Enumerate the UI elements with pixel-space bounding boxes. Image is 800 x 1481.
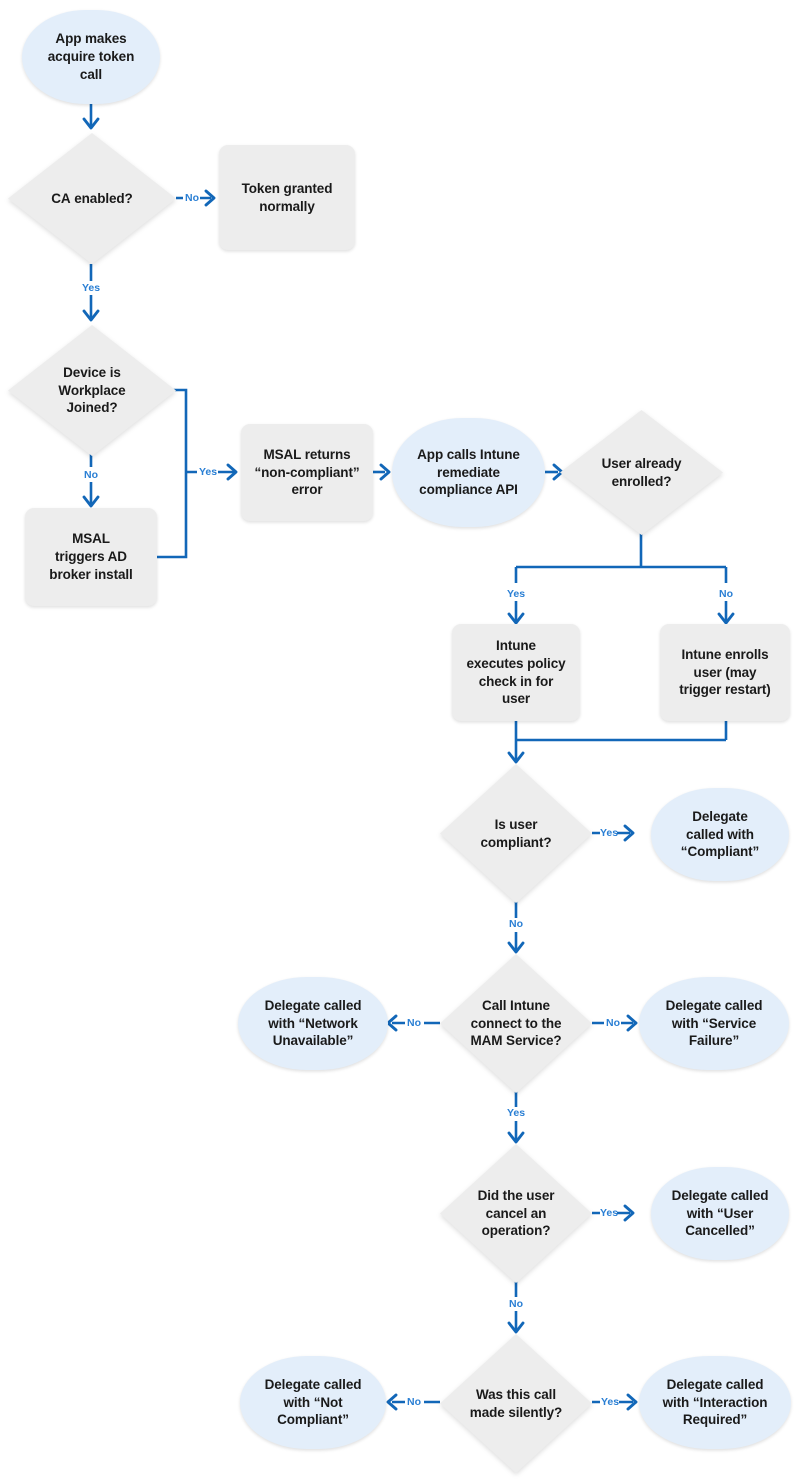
edge-label-wpj-no: No xyxy=(84,469,98,481)
node-label: Delegate called with “Service Failure” xyxy=(665,997,763,1049)
node-app-makes-acquire-token-call[interactable]: App makes acquire token call xyxy=(22,10,160,104)
node-label: Intune enrolls user (may trigger restart… xyxy=(679,646,771,698)
node-ca-enabled[interactable]: CA enabled? xyxy=(8,133,176,264)
arrowhead-enrolled-no xyxy=(717,612,735,625)
arrowhead-start-to-ca xyxy=(82,117,100,130)
node-did-the-user-cancel-an-operation[interactable]: Did the user cancel an operation? xyxy=(440,1144,592,1283)
arrowhead-compliant-yes xyxy=(623,824,635,842)
edge-label-enrolled-yes: Yes xyxy=(506,588,526,600)
node-delegate-called-with-compliant[interactable]: Delegate called with “Compliant” xyxy=(651,788,789,881)
node-intune-executes-policy-check-in[interactable]: Intune executes policy check in for user xyxy=(452,624,580,721)
arrowhead-silent-no xyxy=(386,1393,398,1411)
node-label: Call Intune connect to the MAM Service? xyxy=(470,997,562,1049)
node-app-calls-intune-remediate-compliance-api[interactable]: App calls Intune remediate compliance AP… xyxy=(392,418,545,527)
edge-enrolled-split xyxy=(514,532,728,583)
arrowhead-mam-yes xyxy=(507,1131,525,1144)
node-label-bold: CA xyxy=(51,190,71,206)
arrowhead-ca-yes xyxy=(82,309,100,322)
node-delegate-called-with-interaction-required[interactable]: Delegate called with “Interaction Requir… xyxy=(639,1356,791,1449)
node-is-user-compliant[interactable]: Is user compliant? xyxy=(440,764,592,903)
node-msal-returns-non-compliant-error[interactable]: MSAL returns “non-compliant” error xyxy=(241,424,373,521)
node-label: Token granted normally xyxy=(241,180,333,214)
node-label: Intune executes policy check in for user xyxy=(466,637,566,707)
node-intune-enrolls-user[interactable]: Intune enrolls user (may trigger restart… xyxy=(660,624,790,721)
edge-label-mam-yes: Yes xyxy=(506,1107,526,1119)
arrowhead-ca-no xyxy=(204,189,216,207)
node-label: Was this call made silently? xyxy=(469,1386,563,1420)
edge-label-ca-yes: Yes xyxy=(81,282,101,294)
edge-label-mam-no-left: No xyxy=(407,1017,421,1029)
edge-label-silent-yes: Yes xyxy=(600,1396,620,1408)
edge-label-mam-no-right: No xyxy=(606,1017,620,1029)
node-label: Delegate called with “Not Compliant” xyxy=(264,1376,362,1428)
arrowhead-trunk-to-msal xyxy=(226,463,238,481)
node-label: App makes acquire token call xyxy=(47,31,135,82)
edge-label-enrolled-no: No xyxy=(719,588,733,600)
arrowhead-wpj-no xyxy=(82,495,100,508)
node-was-this-call-made-silently[interactable]: Was this call made silently? xyxy=(440,1334,592,1473)
node-delegate-called-with-not-compliant[interactable]: Delegate called with “Not Compliant” xyxy=(240,1356,386,1449)
edge-label-cancel-yes: Yes xyxy=(599,1207,619,1219)
node-label: Did the user cancel an operation? xyxy=(477,1187,555,1239)
node-label: MSAL triggers AD broker install xyxy=(49,531,133,582)
arrowhead-mam-no-right xyxy=(626,1014,638,1032)
node-label: Delegate called with “Interaction Requir… xyxy=(662,1376,768,1428)
node-token-granted-normally[interactable]: Token granted normally xyxy=(219,145,355,250)
node-label: Is user compliant? xyxy=(480,816,552,850)
edge-label-silent-no: No xyxy=(407,1396,421,1408)
arrowhead-cancel-no xyxy=(507,1321,525,1334)
node-delegate-called-with-service-failure[interactable]: Delegate called with “Service Failure” xyxy=(639,977,789,1070)
edge-label-ca-no: No xyxy=(185,192,199,204)
node-msal-triggers-ad-broker-install[interactable]: MSAL triggers AD broker install xyxy=(25,508,157,606)
arrowhead-mam-no-left xyxy=(386,1014,398,1032)
node-label: Delegate called with “User Cancelled” xyxy=(671,1187,769,1239)
edge-label-cancel-no: No xyxy=(509,1298,523,1310)
node-label: MSAL returns “non-compliant” error xyxy=(254,446,360,498)
node-delegate-called-with-user-cancelled[interactable]: Delegate called with “User Cancelled” xyxy=(651,1167,789,1260)
arrowhead-compliant-no xyxy=(507,941,525,954)
arrowhead-cancel-yes xyxy=(623,1204,635,1222)
arrowhead-silent-yes xyxy=(626,1393,638,1411)
node-label: Device is Workplace Joined? xyxy=(58,364,126,416)
edge-label-compliant-no: No xyxy=(509,918,523,930)
node-delegate-called-with-network-unavailable[interactable]: Delegate called with “Network Unavailabl… xyxy=(238,977,388,1070)
node-user-already-enrolled[interactable]: User already enrolled? xyxy=(560,410,723,535)
node-label: Delegate called with “Compliant” xyxy=(680,808,760,860)
edge-merge-to-compliant xyxy=(514,720,728,760)
node-label: CA enabled? xyxy=(51,190,133,206)
arrowhead-msal-to-app xyxy=(379,463,391,481)
edge-label-wpj-yes: Yes xyxy=(198,466,218,478)
arrowhead-enrolled-yes xyxy=(507,612,525,625)
node-call-intune-connect-mam-service[interactable]: Call Intune connect to the MAM Service? xyxy=(440,954,592,1093)
arrowhead-merge-to-compliant xyxy=(507,751,525,764)
node-label: App calls Intune remediate compliance AP… xyxy=(417,446,520,498)
node-label: Delegate called with “Network Unavailabl… xyxy=(264,997,362,1049)
node-device-is-workplace-joined[interactable]: Device is Workplace Joined? xyxy=(8,325,176,456)
edge-label-compliant-yes: Yes xyxy=(599,827,619,839)
node-label: User already enrolled? xyxy=(601,455,682,489)
